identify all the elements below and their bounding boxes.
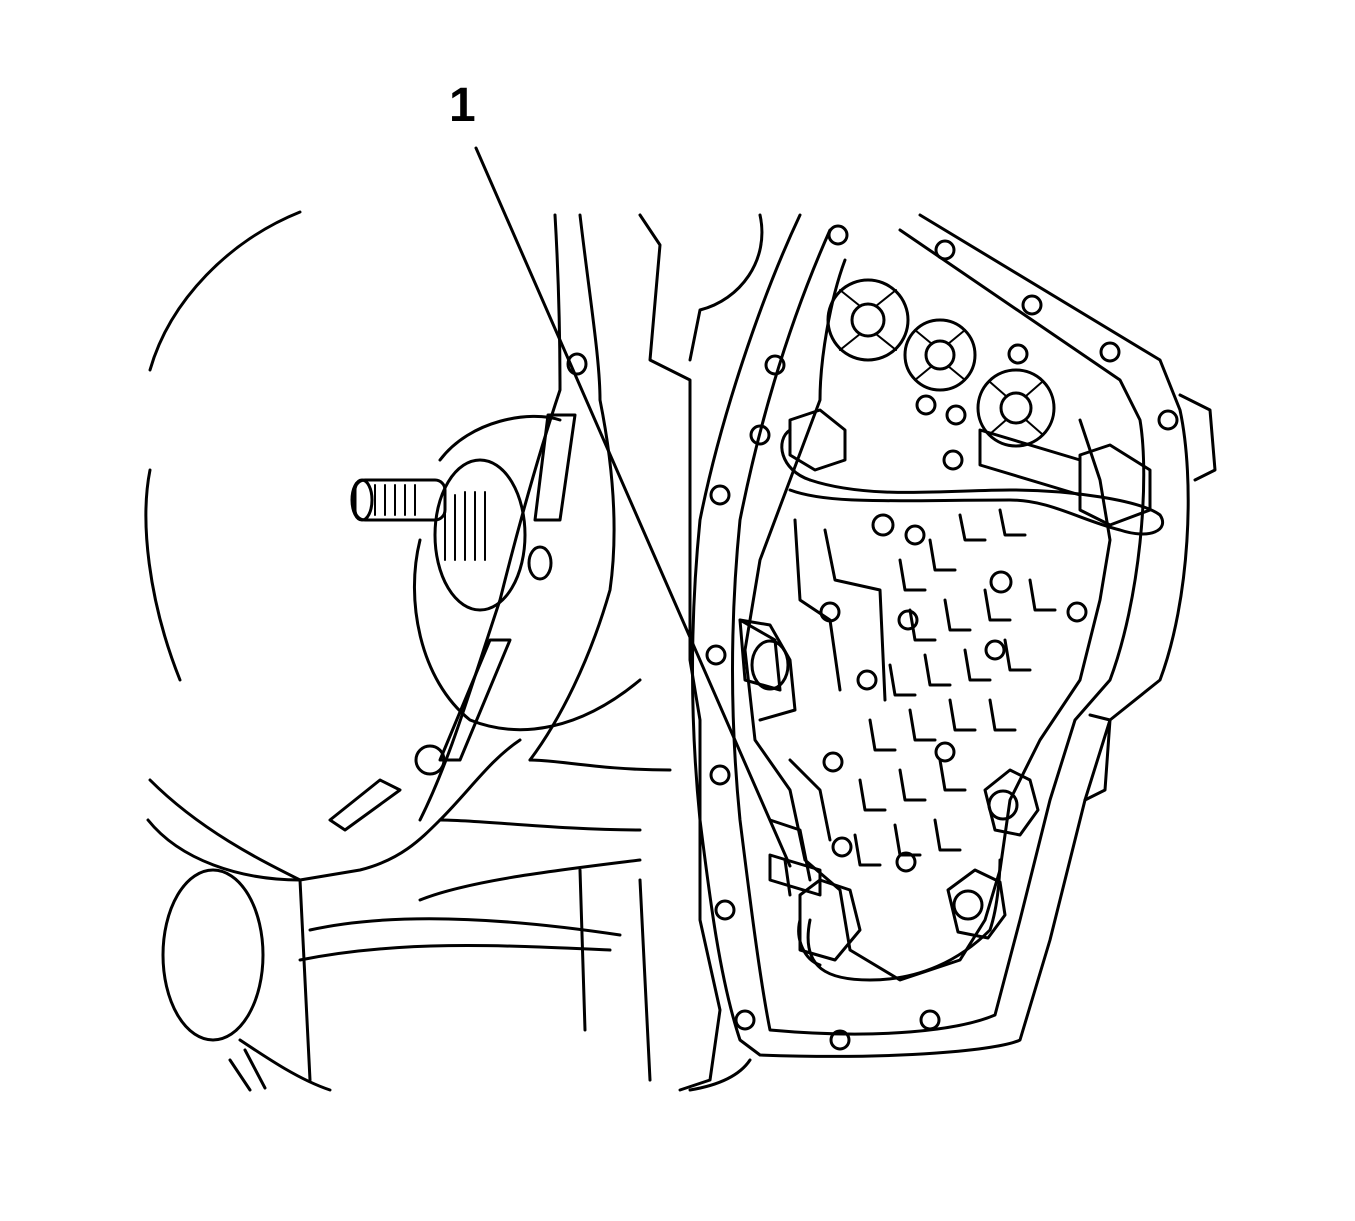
case-bolt-1 bbox=[764, 354, 786, 376]
housing-web-2 bbox=[438, 818, 642, 832]
case-bolt-7 bbox=[734, 1009, 756, 1031]
housing-web-3 bbox=[418, 858, 642, 902]
flange-slot-3 bbox=[328, 778, 402, 832]
bell-housing-arc-outer bbox=[148, 210, 302, 372]
housing-flange-edge bbox=[418, 213, 562, 822]
case-right-tab bbox=[1178, 393, 1217, 482]
flange-slot-2 bbox=[438, 638, 512, 762]
transmission-case bbox=[638, 213, 1217, 1092]
bell-housing-arc-left bbox=[144, 468, 182, 682]
case-bolt-14 bbox=[1157, 409, 1179, 431]
case-bottom-edge bbox=[688, 1058, 752, 1092]
case-outer-edge bbox=[638, 213, 722, 1092]
case-right-step bbox=[1083, 713, 1112, 802]
case-gasket-inner bbox=[731, 228, 1146, 1036]
case-bolt-4 bbox=[705, 644, 727, 666]
housing-web-6 bbox=[298, 944, 612, 962]
bell-housing bbox=[144, 210, 672, 1092]
housing-flange-edge-inner bbox=[528, 213, 616, 762]
input-shaft-assembly bbox=[350, 414, 642, 732]
flange-slot-1 bbox=[533, 413, 577, 522]
hub-collar bbox=[433, 458, 527, 612]
case-bolt-13 bbox=[1099, 341, 1121, 363]
bolt-lower bbox=[946, 868, 1007, 940]
valve-body bbox=[738, 258, 1164, 982]
case-bolt-3 bbox=[709, 484, 731, 506]
housing-web-5 bbox=[308, 917, 622, 937]
case-upper-outline bbox=[688, 213, 764, 362]
case-bolt-6 bbox=[714, 899, 736, 921]
callout-label-1: 1 bbox=[449, 79, 476, 132]
valve-body-holes bbox=[819, 343, 1088, 873]
retaining-clip bbox=[768, 853, 862, 967]
bell-housing-rim bbox=[146, 738, 522, 882]
case-bolt-8 bbox=[829, 1029, 851, 1051]
flange-bolt-hole-2 bbox=[414, 744, 446, 776]
manual-valve bbox=[738, 618, 790, 692]
wiring-harness bbox=[788, 478, 1164, 536]
case-gasket-surface bbox=[691, 213, 1190, 1058]
flange-bolt-hole-1 bbox=[527, 545, 553, 581]
housing-web-1 bbox=[528, 758, 672, 772]
case-bolt-10 bbox=[827, 224, 849, 246]
input-shaft-end bbox=[350, 478, 374, 522]
solenoid-upper-left bbox=[780, 408, 847, 482]
case-bolt-9 bbox=[919, 1009, 941, 1031]
accumulator-pistons bbox=[826, 278, 1056, 448]
case-bolt-2 bbox=[749, 424, 771, 446]
converter-hub bbox=[412, 414, 642, 732]
lower-housing-edge bbox=[238, 1038, 332, 1092]
case-bolt-12 bbox=[1021, 294, 1043, 316]
bell-housing-arc-lower bbox=[148, 778, 302, 882]
case-bolt-5 bbox=[709, 764, 731, 786]
callout-leader-line bbox=[474, 146, 792, 868]
flange-bolt-hole-3 bbox=[566, 352, 588, 376]
valve-body-channels bbox=[738, 508, 1057, 882]
lower-housing-ribs bbox=[228, 868, 652, 1092]
shaft-splines bbox=[374, 484, 486, 561]
bolt-upper bbox=[983, 768, 1040, 837]
lower-wiring bbox=[806, 858, 1002, 982]
lower-opening bbox=[161, 868, 265, 1042]
case-bolt-11 bbox=[934, 239, 956, 261]
valve-body-outline bbox=[743, 258, 1112, 982]
housing-web-4 bbox=[298, 878, 312, 1082]
